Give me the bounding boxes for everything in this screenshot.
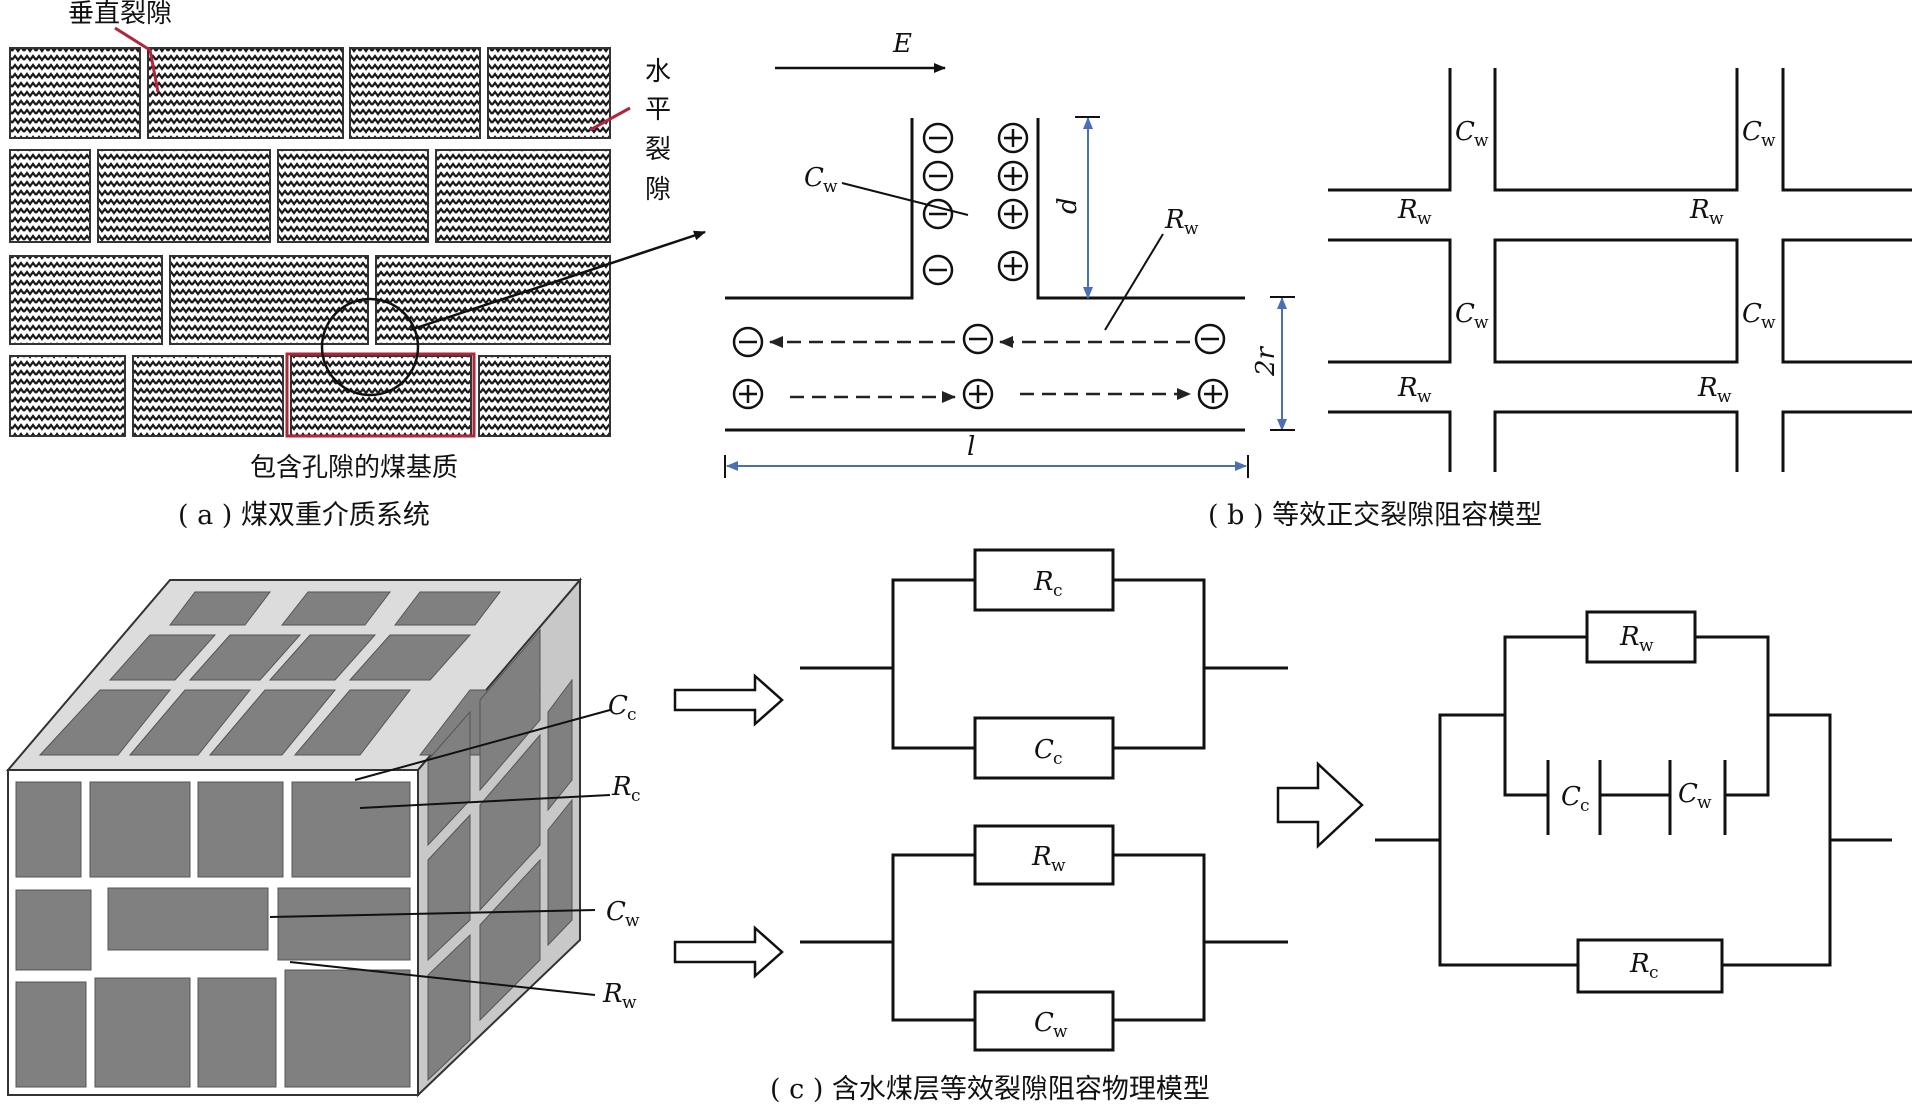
block-rw-main: R [602,979,623,1009]
combined-rc-sub: c [1649,963,1659,983]
panel-b-orthogonal-fissure-model: E [724,29,1912,531]
grid-cw-1-sub: w [1474,131,1489,151]
circuit1-rc-sub: c [1053,581,1063,601]
vertical-fissure-leader [114,26,160,93]
field-label: E [892,29,912,59]
combined-rw-sub: w [1639,636,1654,656]
circuit2-cw-main: C [1034,1008,1054,1038]
grid-rw-3-sub: w [1417,387,1432,407]
cw-label-main: C [804,163,824,193]
combined-rc-main: R [1629,949,1650,979]
cw-label-sub: w [823,177,838,197]
block-cc-sub: c [627,705,637,725]
panel-c-physical-model: C c R c C w R w R c C c [5,548,1892,1105]
coal-matrix-blocks [9,47,611,437]
grid-rw-4-sub: w [1717,387,1732,407]
orthogonal-fissure-grid [1328,68,1912,472]
circuit1-rc-main: R [1033,567,1054,597]
grid-cw-3-sub: w [1474,313,1489,333]
coal-block-3d [5,577,583,1098]
horizontal-fissure-leader [589,106,631,132]
zoom-circle [320,297,420,397]
cw-leader [841,182,969,216]
block-cc-main: C [608,691,628,721]
circuit2-rw-sub: w [1051,856,1066,876]
ion-migration-arrows [769,336,1191,403]
grid-rw-4-main: R [1697,373,1718,403]
grid-cw-2-main: C [1742,117,1762,147]
horizontal-fissure-char-4: 隙 [645,175,671,205]
caption-c: ( c ) 含水煤层等效裂隙阻容物理模型 [770,1074,1210,1105]
horizontal-fissure-char-2: 平 [645,95,671,125]
positive-charges [732,122,1229,410]
vertical-fissure-label: 垂直裂隙 [68,0,172,29]
matrix-label: 包含孔隙的煤基质 [250,453,458,483]
highlight-matrix-box [285,352,476,438]
grid-cw-4-main: C [1742,299,1762,329]
block-cw-sub: w [625,911,640,931]
zoom-arrow [409,230,706,332]
grid-labels: C w C w C w C w R w R w R w R w [1397,117,1776,407]
caption-b: ( b ) 等效正交裂隙阻容模型 [1208,500,1542,531]
d-label: d [1053,197,1083,214]
grid-cw-4-sub: w [1761,313,1776,333]
circuit2-rw-main: R [1031,842,1052,872]
grid-cw-2-sub: w [1761,131,1776,151]
circuit-matrix [800,548,1288,780]
grid-rw-1-main: R [1397,195,1418,225]
block-cw-main: C [606,897,626,927]
combined-rw-main: R [1619,622,1640,652]
caption-a: ( a ) 煤双重介质系统 [178,500,430,531]
block-leaders [269,709,611,996]
rw-label-main: R [1164,205,1185,235]
block-rc-sub: c [631,786,641,806]
grid-rw-1-sub: w [1417,209,1432,229]
grid-rw-2-main: R [1689,195,1710,225]
circuit1-cc-main: C [1034,735,1054,765]
rw-leader [1104,233,1164,331]
block-rc-main: R [611,772,632,802]
combined-cw-main: C [1678,779,1698,809]
rw-label-sub: w [1184,219,1199,239]
circuit-water [800,824,1288,1052]
r-label: 2r [1251,345,1281,377]
circuit-combined [1375,610,1892,994]
combined-cc-main: C [1561,782,1581,812]
grid-cw-1-main: C [1455,117,1475,147]
circuit2-cw-sub: w [1053,1022,1068,1042]
block-rw-sub: w [622,993,637,1013]
combined-cc-sub: c [1580,796,1590,816]
circuit1-cc-sub: c [1053,749,1063,769]
hollow-arrows [673,673,1364,979]
pore-walls [725,118,1245,432]
grid-rw-3-main: R [1397,373,1418,403]
grid-rw-2-sub: w [1709,209,1724,229]
negative-charges [732,122,1226,358]
horizontal-fissure-char-1: 水 [645,57,671,87]
panel-a-coal-dual-media: 垂直裂隙 水 平 裂 隙 包含孔隙的煤基质 ( a ) 煤双重介质系统 [9,0,706,531]
horizontal-fissure-char-3: 裂 [645,135,671,165]
combined-cw-sub: w [1697,793,1712,813]
l-label: l [967,432,975,462]
grid-cw-3-main: C [1455,299,1475,329]
